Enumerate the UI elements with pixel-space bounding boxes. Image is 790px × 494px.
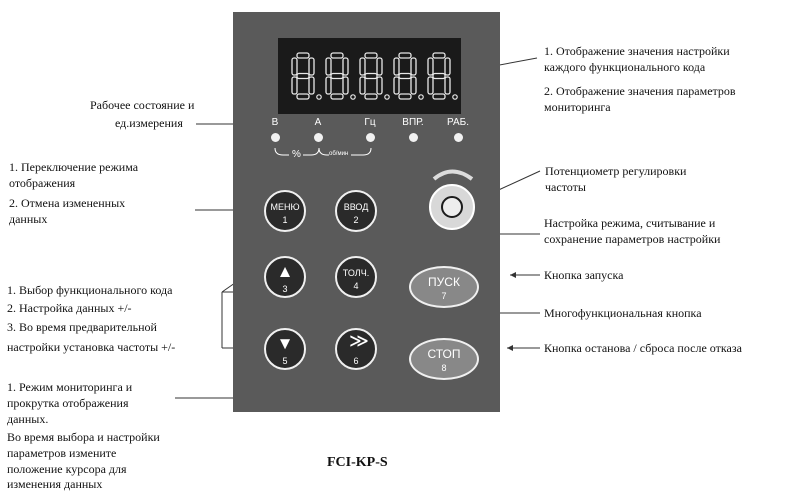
led-label-volts: В [271, 117, 279, 128]
up-arrow-icon: ▲ [276, 262, 294, 281]
enter-key-number: 2 [353, 215, 359, 225]
led-label-run: РАБ. [446, 117, 469, 128]
led-amps [314, 133, 323, 142]
arrows-note-1: 1. Выбор функционального кода [7, 283, 173, 297]
menu-note-3: 2. Отмена измененных [9, 196, 126, 210]
pot-note-2: частоты [545, 180, 586, 194]
arrows-note-3: 3. Во время предварительной [7, 320, 157, 334]
display-digit [393, 52, 424, 100]
stop-key-label: СТОП [427, 347, 461, 361]
enter-key-label: ВВОД [343, 202, 369, 212]
jog-key-label: ТОЛЧ. [342, 268, 370, 278]
keypad-panel: В А Гц ВПР. РАБ. % об/мин МЕНЮ 1 ВВОД 2 … [233, 12, 500, 412]
stop-note: Кнопка останова / сброса после отказа [544, 341, 742, 355]
run-key-label: ПУСК [428, 275, 460, 289]
shift-note-5: параметров измените [7, 446, 117, 460]
potentiometer-knob [441, 196, 463, 218]
shift-note-3: данных. [7, 412, 49, 426]
double-chevron-right-icon: ≫ [349, 331, 369, 352]
display-note-3: 2. Отображение значения параметров [544, 84, 736, 98]
led-run [454, 133, 463, 142]
menu-note-2: отображения [9, 176, 76, 190]
display-note-2: каждого функционального кода [544, 60, 706, 74]
seven-segment-display [278, 38, 461, 114]
menu-key-number: 1 [282, 215, 288, 225]
led-label-fwd-rev: ВПР. [402, 117, 424, 128]
display-digit [359, 52, 390, 100]
arrows-note-2: 2. Настройка данных +/- [7, 301, 132, 315]
frequency-potentiometer[interactable] [429, 184, 475, 230]
run-note: Кнопка запуска [544, 268, 624, 282]
display-digit [291, 52, 322, 100]
menu-note-1: 1. Переключение режима [9, 160, 139, 174]
potentiometer-arc [432, 169, 474, 181]
enter-note-1: Настройка режима, считывание и [544, 216, 716, 230]
display-digit [427, 52, 458, 100]
display-note-4: мониторинга [544, 100, 611, 114]
arrows-note-4: настройки установка частоты +/- [7, 340, 176, 354]
menu-note-4: данных [9, 212, 48, 226]
enter-note-2: сохранение параметров настройки [544, 232, 721, 246]
shift-note-2: прокрутка отображения [7, 396, 129, 410]
stop-key-number: 8 [441, 363, 447, 373]
up-key[interactable]: ▲ 3 [264, 256, 306, 298]
unit-rpm: об/мин [329, 151, 349, 157]
led-label-hz: Гц [364, 117, 376, 128]
model-name: FCI-KP-S [327, 455, 388, 470]
shift-note-4: Во время выбора и настройки [7, 430, 160, 444]
display-note-1: 1. Отображение значения настройки [544, 44, 730, 58]
led-fwd-rev [409, 133, 418, 142]
down-key[interactable]: ▼ 5 [264, 328, 306, 370]
up-key-number: 3 [282, 284, 288, 294]
down-key-number: 5 [282, 356, 288, 366]
jog-key[interactable]: ТОЛЧ. 4 [335, 256, 377, 298]
shift-key[interactable]: ≫ 6 [335, 328, 377, 370]
unit-percent: % [292, 149, 301, 160]
jog-key-number: 4 [353, 281, 359, 291]
shift-note-7: изменения данных [7, 477, 103, 491]
led-label-amps: А [314, 117, 322, 128]
jog-note: Многофункциональная кнопка [544, 306, 702, 320]
run-key[interactable]: ПУСК 7 [409, 266, 479, 308]
enter-key[interactable]: ВВОД 2 [335, 190, 377, 232]
menu-key[interactable]: МЕНЮ 1 [264, 190, 306, 232]
led-volts [271, 133, 280, 142]
display-digit [325, 52, 356, 100]
status-note-2: ед.измерения [115, 116, 183, 130]
unit-brackets [274, 147, 372, 156]
shift-key-number: 6 [353, 356, 359, 366]
down-arrow-icon: ▼ [276, 334, 294, 353]
pot-note-1: Потенциометр регулировки [545, 164, 687, 178]
shift-note-1: 1. Режим мониторинга и [7, 380, 133, 394]
run-key-number: 7 [441, 291, 447, 301]
stop-key[interactable]: СТОП 8 [409, 338, 479, 380]
menu-key-label: МЕНЮ [270, 202, 300, 212]
led-hz [366, 133, 375, 142]
shift-note-6: положение курсора для [7, 462, 127, 476]
status-note-1: Рабочее состояние и [90, 98, 195, 112]
